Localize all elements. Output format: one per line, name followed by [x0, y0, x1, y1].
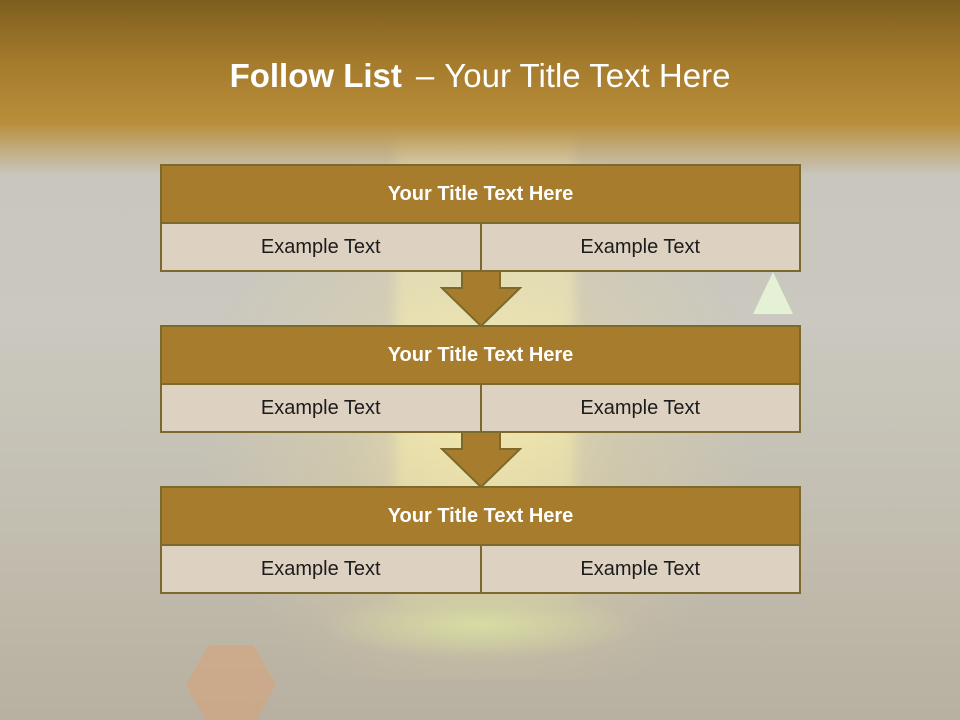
list-block-3: Your Title Text Here Example Text Exampl…	[160, 486, 801, 594]
down-arrow-icon	[440, 431, 522, 489]
background-lens-flare	[320, 590, 640, 660]
slide-title-separator: –	[415, 57, 435, 94]
list-block-cell-left: Example Text	[260, 396, 381, 419]
list-block-title: Your Title Text Here	[162, 166, 799, 224]
header-band	[0, 0, 960, 175]
list-block-row: Example Text Example Text	[162, 385, 799, 431]
background-triangle-shape	[753, 272, 793, 314]
list-block-cell-right: Example Text	[479, 224, 800, 270]
list-block-row: Example Text Example Text	[162, 224, 799, 270]
list-block-cell-left: Example Text	[260, 557, 381, 580]
list-block-2: Your Title Text Here Example Text Exampl…	[160, 325, 801, 433]
list-block-title: Your Title Text Here	[162, 327, 799, 385]
list-block-row: Example Text Example Text	[162, 546, 799, 592]
list-block-title: Your Title Text Here	[162, 488, 799, 546]
list-block-1: Your Title Text Here Example Text Exampl…	[160, 164, 801, 272]
slide-title-bold: Follow List	[229, 57, 402, 94]
list-block-cell-right: Example Text	[479, 546, 800, 592]
slide-title-rest: Your Title Text Here	[444, 57, 731, 94]
slide-title: Follow List–Your Title Text Here	[0, 52, 960, 100]
down-arrow-icon	[440, 270, 522, 328]
list-block-cell-left: Example Text	[260, 235, 381, 258]
list-block-cell-right: Example Text	[479, 385, 800, 431]
